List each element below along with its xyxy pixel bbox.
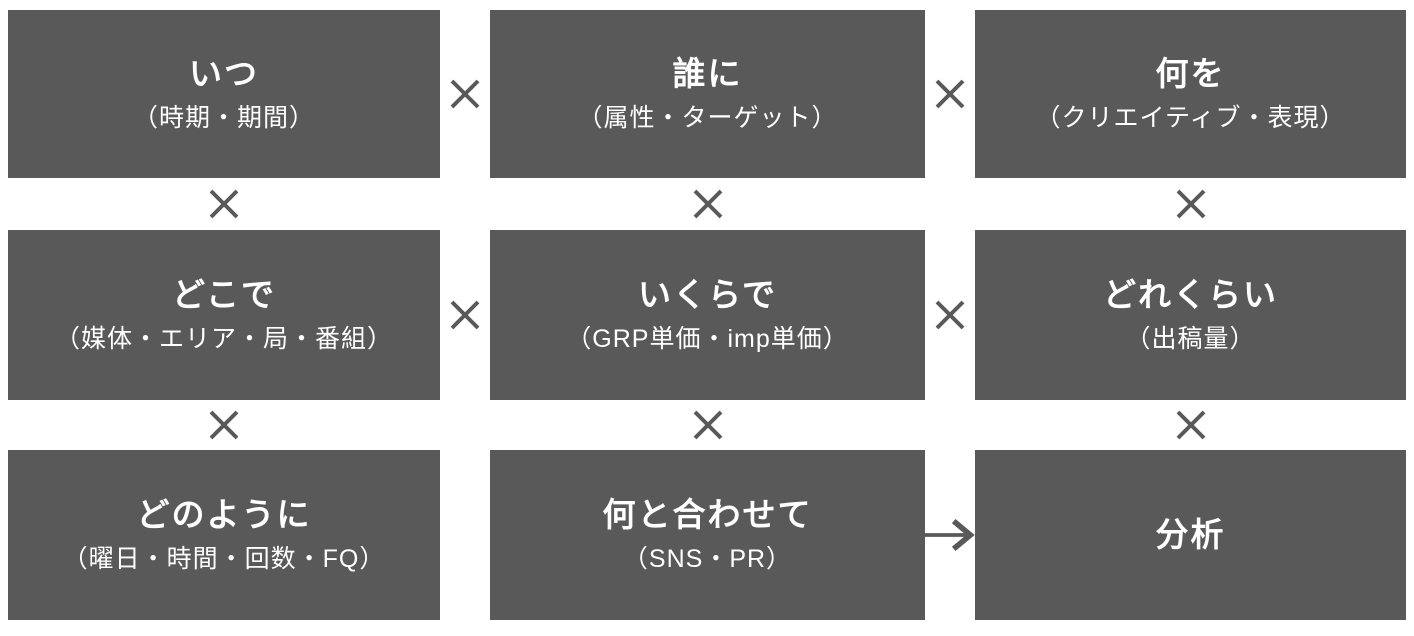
box-what: 何を （クリエイティブ・表現） [975,10,1406,178]
box-how: どのように （曜日・時間・回数・FQ） [8,450,440,620]
box-title: 誰に [672,55,743,93]
diagram-grid: いつ （時期・期間） 誰に （属性・ターゲット） 何を （クリエイティブ・表現） [8,10,1406,620]
box-subtitle: （GRP単価・imp単価） [566,324,849,353]
multiply-icon [490,400,925,450]
box-title: 何を [1155,55,1226,93]
box-subtitle: （クリエイティブ・表現） [1035,103,1346,132]
box-when: いつ （時期・期間） [8,10,440,178]
box-where: どこで （媒体・エリア・局・番組） [8,230,440,400]
multiply-icon [925,10,975,178]
multiply-icon [925,230,975,400]
box-subtitle: （SNS・PR） [622,544,793,573]
box-title: いつ [189,55,259,93]
box-title: 分析 [1155,516,1226,554]
box-combined-with: 何と合わせて （SNS・PR） [490,450,925,620]
box-subtitle: （時期・期間） [132,103,315,132]
box-title: 何と合わせて [602,496,813,534]
box-title: いくらで [637,276,777,314]
box-subtitle: （属性・ターゲット） [577,103,838,132]
multiply-icon [975,400,1406,450]
multiply-icon [975,178,1406,230]
arrow-right-icon [925,450,975,620]
box-how-much-cost: いくらで （GRP単価・imp単価） [490,230,925,400]
multiply-icon [490,178,925,230]
box-title: どこで [171,276,276,314]
box-subtitle: （出稿量） [1125,324,1256,353]
box-analysis: 分析 [975,450,1406,620]
multiply-icon [440,230,490,400]
box-subtitle: （媒体・エリア・局・番組） [54,324,393,353]
multiply-icon [8,400,440,450]
multiply-icon [440,10,490,178]
box-to-whom: 誰に （属性・ターゲット） [490,10,925,178]
box-how-much-volume: どれくらい （出稿量） [975,230,1406,400]
box-title: どのように [136,496,312,534]
multiply-icon [8,178,440,230]
box-title: どれくらい [1103,276,1278,314]
box-subtitle: （曜日・時間・回数・FQ） [62,544,386,573]
